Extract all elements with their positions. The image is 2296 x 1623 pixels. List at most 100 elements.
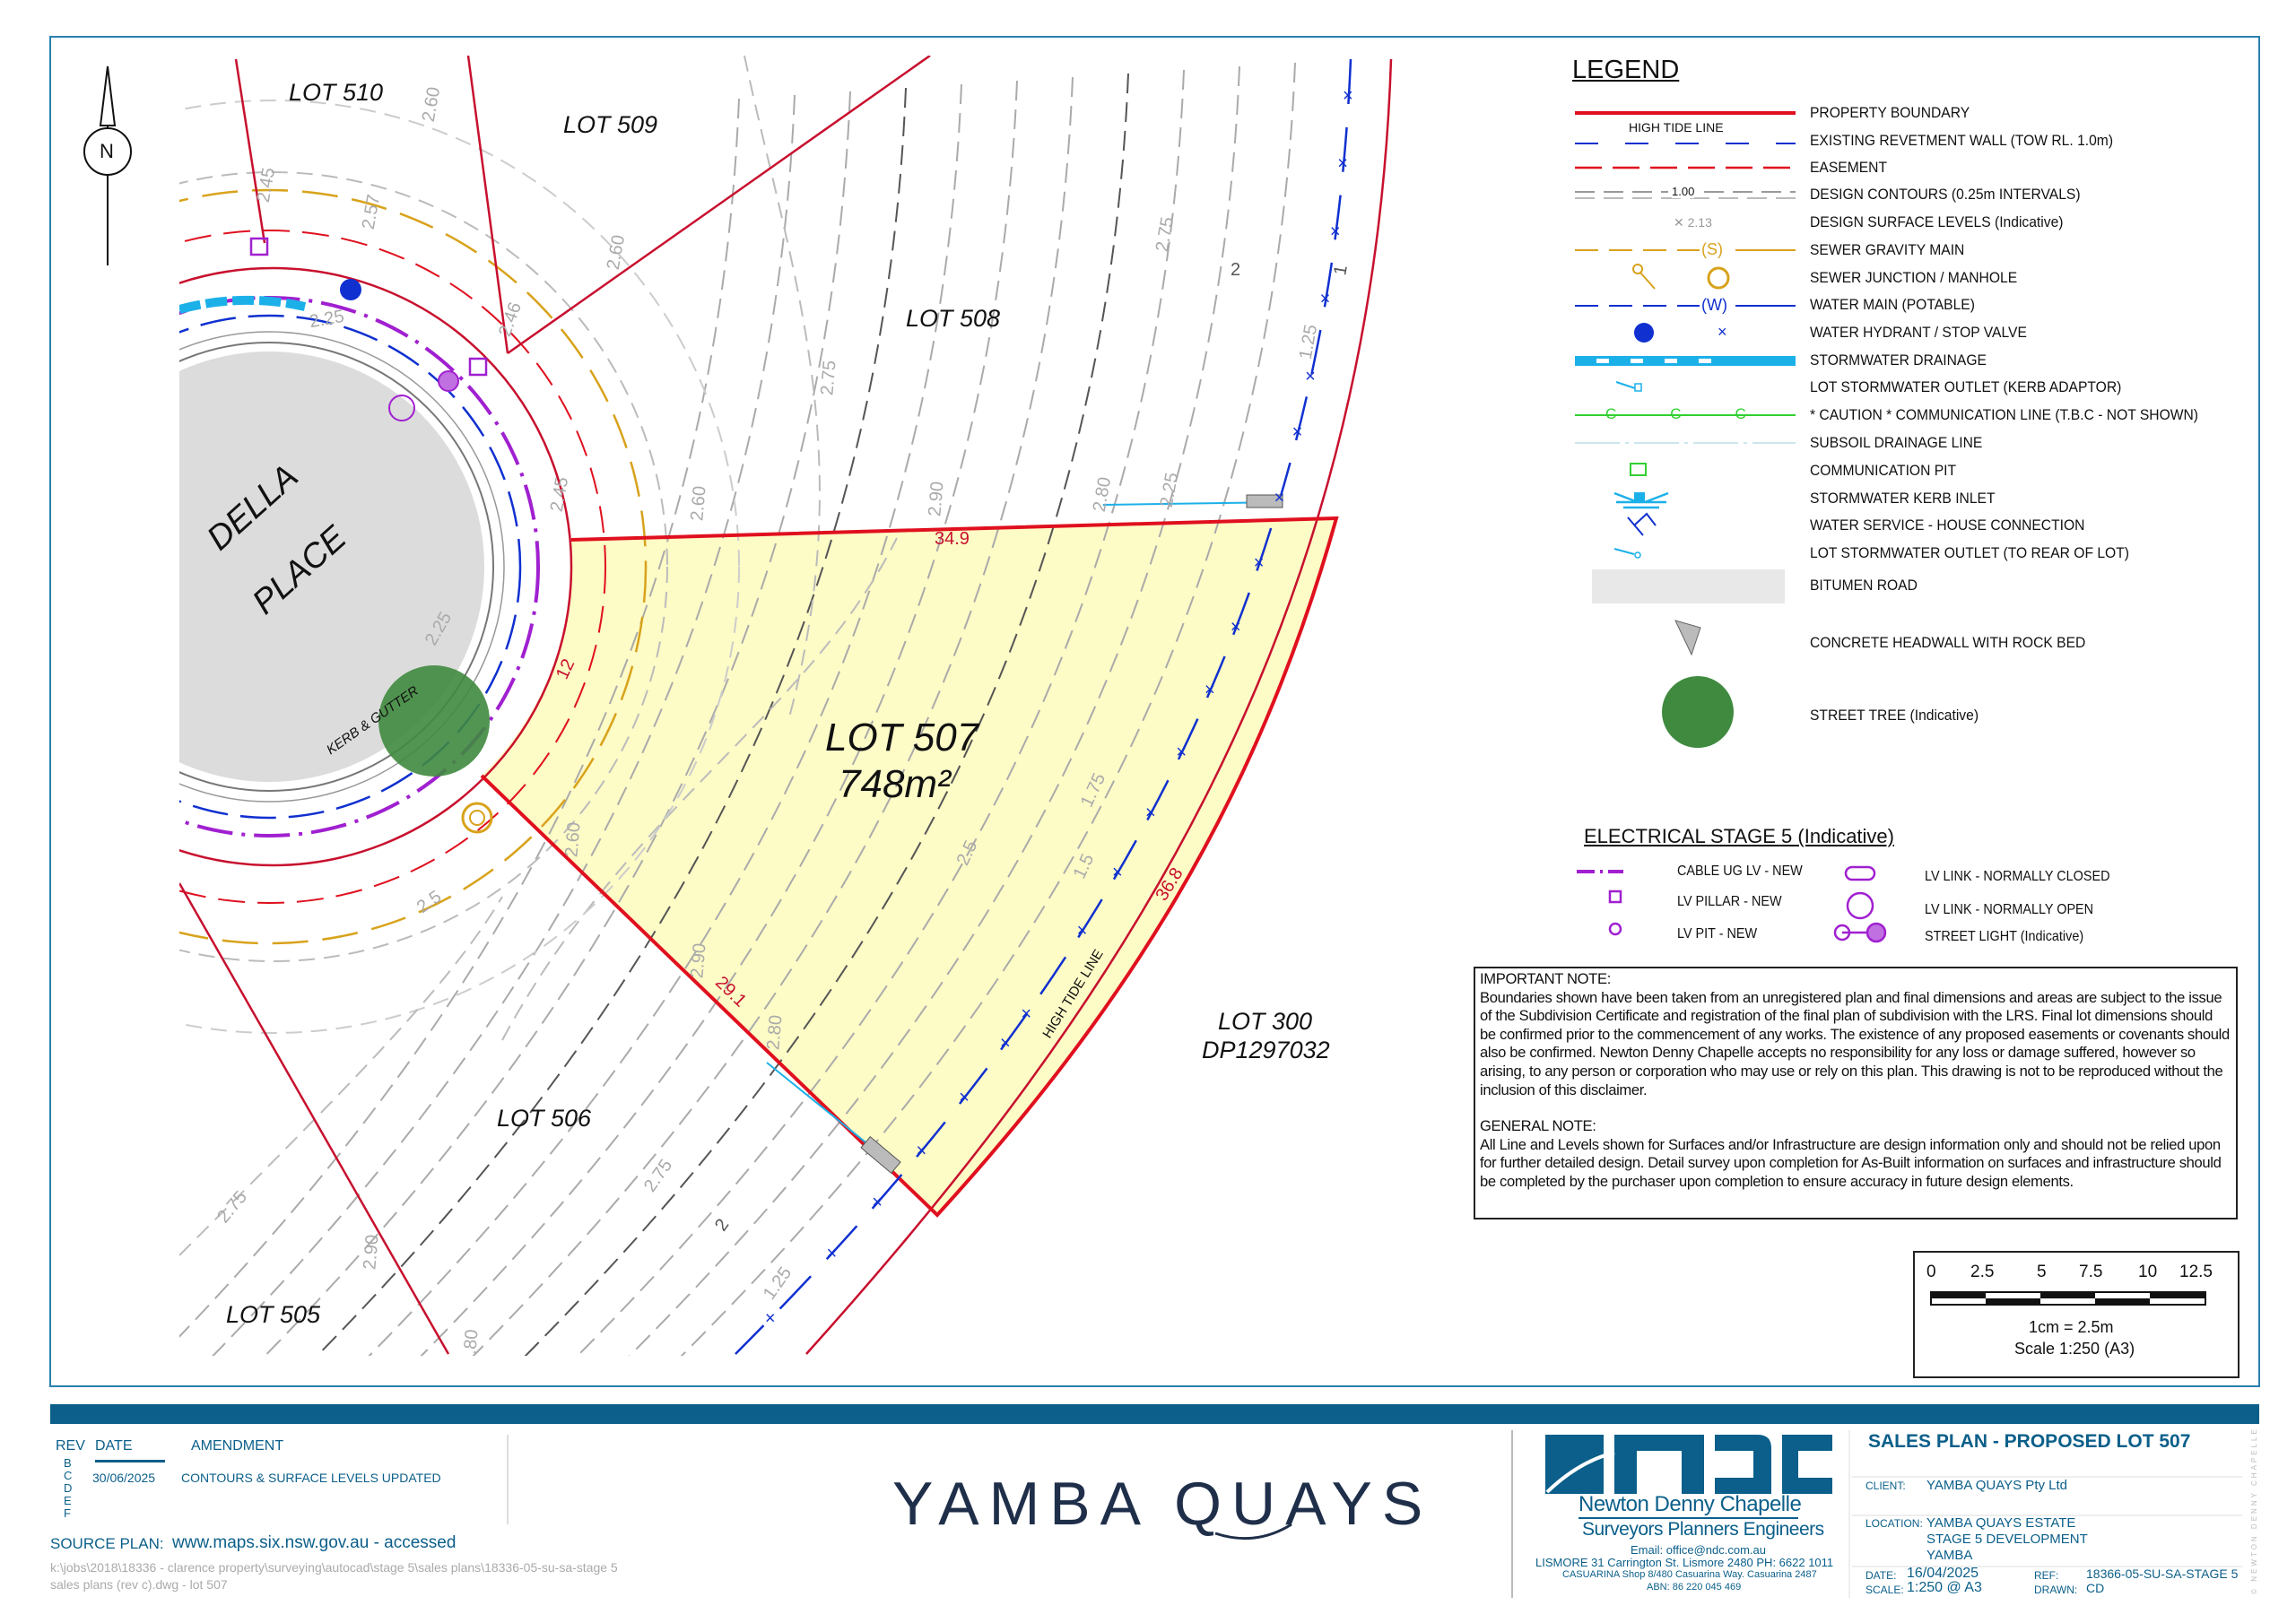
revetment-x-marker: × bbox=[1343, 86, 1353, 106]
contour-line bbox=[524, 73, 1129, 1356]
company-email: Email: office@ndc.com.au bbox=[1631, 1543, 1766, 1557]
source-plan-label: SOURCE PLAN: bbox=[50, 1535, 164, 1552]
contour-line bbox=[501, 537, 898, 1041]
kerb-line bbox=[179, 342, 494, 792]
easement bbox=[179, 230, 606, 904]
concrete-headwall bbox=[1246, 494, 1283, 508]
lot-507-label: LOT 507 bbox=[825, 716, 979, 759]
rev-letter: C bbox=[64, 1469, 73, 1482]
legend-item: WATER SERVICE - HOUSE CONNECTION bbox=[1810, 516, 2085, 534]
revetment-x-marker: × bbox=[1145, 803, 1156, 823]
drawn-label: DRAWN: bbox=[2034, 1584, 2078, 1596]
contour-label: 2.80 bbox=[763, 1014, 787, 1051]
lot-509-label: LOT 509 bbox=[563, 111, 658, 138]
location-line: YAMBA bbox=[1926, 1548, 1973, 1563]
revetment-x-marker: × bbox=[1330, 221, 1341, 241]
stop-valve-icon: × bbox=[1718, 323, 1727, 341]
contour-label: 2.75 bbox=[817, 360, 840, 396]
contour-line bbox=[680, 62, 1296, 1356]
sewer-manhole bbox=[461, 802, 493, 834]
scale-tick: 2.5 bbox=[1970, 1263, 1995, 1281]
water-main bbox=[179, 314, 522, 820]
contour-line bbox=[368, 83, 962, 1356]
drawn-value: CD bbox=[2086, 1581, 2105, 1595]
rev-letter: E bbox=[64, 1494, 72, 1507]
contour-label: 2.60 bbox=[561, 821, 585, 858]
stormwater-drainage bbox=[179, 295, 307, 314]
revetment-x-marker: × bbox=[827, 1244, 838, 1263]
contour-line bbox=[179, 896, 503, 1256]
high-tide-line bbox=[735, 58, 1352, 1355]
street-tree bbox=[378, 665, 490, 777]
company-name: Newton Denny Chapelle bbox=[1578, 1492, 1802, 1516]
legend-water-w: (W) bbox=[1701, 296, 1727, 314]
notes-box: IMPORTANT NOTE: Boundaries shown have be… bbox=[1474, 967, 2238, 1219]
client-label: CLIENT: bbox=[1866, 1480, 1906, 1492]
source-plan-link[interactable]: www.maps.six.nsw.gov.au - accessed bbox=[172, 1533, 457, 1552]
boundary-509-508b bbox=[507, 56, 931, 355]
revetment-x-marker: × bbox=[959, 1088, 970, 1107]
lot-507-fill bbox=[482, 518, 1336, 1215]
lv-pillar bbox=[249, 237, 269, 256]
scale-tick: 5 bbox=[2037, 1263, 2047, 1281]
lot-505-label: LOT 505 bbox=[226, 1301, 321, 1328]
legend-surface-level: ✕ 2.13 bbox=[1674, 215, 1712, 230]
electrical-item: LV LINK - NORMALLY CLOSED bbox=[1925, 869, 2110, 884]
lot-507-boundary bbox=[480, 516, 1339, 1218]
scale-text: Scale 1:250 (A3) bbox=[2014, 1340, 2135, 1358]
legend-item: LOT STORMWATER OUTLET (KERB ADAPTOR) bbox=[1810, 378, 2122, 395]
legend-item: * CAUTION * COMMUNICATION LINE (T.B.C - … bbox=[1810, 406, 2199, 423]
legend-item: DESIGN CONTOURS (0.25m INTERVALS) bbox=[1810, 186, 2081, 203]
scale-value: 1:250 @ A3 bbox=[1907, 1580, 1982, 1595]
legend-item: WATER HYDRANT / STOP VALVE bbox=[1810, 324, 2027, 341]
legend-item: EASEMENT bbox=[1810, 159, 1888, 176]
legend-item: SEWER JUNCTION / MANHOLE bbox=[1810, 269, 2018, 286]
legend-item: BITUMEN ROAD bbox=[1810, 577, 1918, 594]
revetment-x-marker: × bbox=[765, 1309, 776, 1329]
copyright-vertical: © NEWTON DENNY CHAPELLE bbox=[2249, 1427, 2258, 1594]
scale-label: SCALE: bbox=[1866, 1584, 1904, 1596]
electrical-item: STREET LIGHT (Indicative) bbox=[1925, 929, 2084, 944]
legend-sewer-s: (S) bbox=[1701, 240, 1723, 258]
boundary-lot-300 bbox=[805, 58, 1393, 1355]
rev-amendment: CONTOURS & SURFACE LEVELS UPDATED bbox=[181, 1471, 441, 1485]
file-path: k:\jobs\2018\18336 - clarence property\s… bbox=[50, 1560, 618, 1575]
date-header: DATE bbox=[95, 1438, 165, 1462]
general-note-body: All Line and Levels shown for Surfaces a… bbox=[1480, 1135, 2222, 1190]
revetment-x-marker: × bbox=[1337, 154, 1348, 174]
rev-header: REV bbox=[56, 1438, 85, 1454]
street-light bbox=[438, 370, 459, 392]
revetment-x-marker: × bbox=[1176, 742, 1187, 762]
revetment-x-marker: × bbox=[1292, 422, 1303, 442]
scale-tick: 10 bbox=[2138, 1263, 2158, 1281]
revetment-x-marker: × bbox=[917, 1141, 927, 1160]
boundary-509-508 bbox=[466, 56, 509, 354]
ref-value: 18366-05-SU-SA-STAGE 5 bbox=[2086, 1567, 2239, 1581]
scale-ratio: 1cm = 2.5m bbox=[2029, 1318, 2114, 1336]
company-tagline: Surveyors Planners Engineers bbox=[1582, 1519, 1824, 1540]
contour-line bbox=[316, 87, 907, 1356]
client-value: YAMBA QUAYS Pty Ltd bbox=[1926, 1478, 2068, 1493]
electrical-title: ELECTRICAL STAGE 5 (Indicative) bbox=[1584, 825, 1894, 847]
legend-item: STORMWATER KERB INLET bbox=[1810, 490, 1996, 507]
revetment-x-marker: × bbox=[1231, 617, 1241, 637]
revetment-x-marker: × bbox=[872, 1193, 883, 1212]
dimension-north: 34.9 bbox=[935, 529, 970, 549]
boundary-506-505 bbox=[179, 882, 450, 1355]
road-boundary bbox=[179, 266, 573, 867]
legend-item: CONCRETE HEADWALL WITH ROCK BED bbox=[1810, 634, 2086, 651]
legend-item: STREET TREE (Indicative) bbox=[1810, 707, 1979, 724]
legend-item: SUBSOIL DRAINAGE LINE bbox=[1810, 434, 1983, 451]
comm-line-c: CCC bbox=[1605, 405, 1800, 422]
rev-letter: B bbox=[64, 1456, 72, 1470]
revetment-x-marker: × bbox=[1077, 921, 1088, 941]
north-label: N bbox=[100, 140, 114, 162]
rev-letter: F bbox=[64, 1506, 71, 1520]
contour-line bbox=[576, 69, 1185, 1356]
map-frame bbox=[49, 36, 2260, 1387]
legend-high-tide-label: HIGH TIDE LINE bbox=[1629, 120, 1724, 135]
contour-label: 2 bbox=[1231, 260, 1241, 280]
contour-line bbox=[420, 80, 1018, 1356]
lot-stormwater-outlet bbox=[766, 1062, 884, 1158]
